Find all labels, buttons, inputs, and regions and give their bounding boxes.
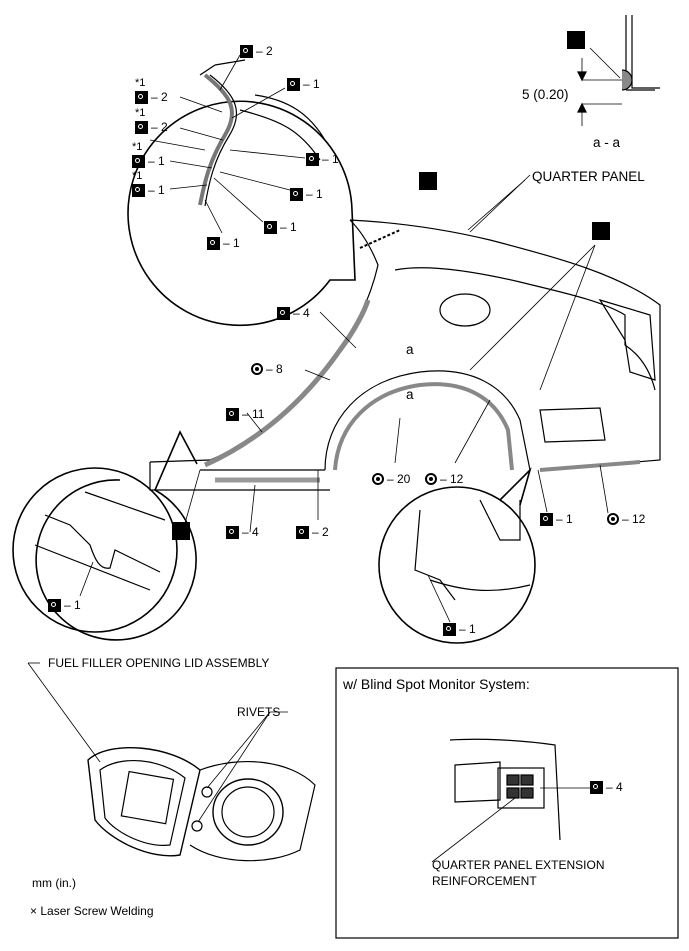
- square-weld-icon: [306, 152, 319, 166]
- blind-spot-box: [335, 667, 679, 939]
- quarter-panel-label: QUARTER PANEL: [532, 169, 645, 184]
- square-weld-icon: [226, 407, 239, 421]
- square-weld-icon: [135, 90, 148, 104]
- square-weld-icon: [135, 120, 148, 134]
- ring-weld-callout: – 20: [372, 472, 410, 486]
- square-weld-icon: [540, 512, 553, 526]
- sealer-pen-icon: [567, 31, 585, 49]
- weld-callout: – 2: [135, 120, 168, 134]
- section-mark-a2: a: [406, 387, 414, 402]
- left-zoom-bubble: [12, 430, 198, 641]
- ext-reinforcement-label-2: REINFORCEMENT: [432, 874, 537, 888]
- dimension-label: 5 (0.20): [522, 87, 569, 102]
- note-marker: *1: [135, 107, 146, 119]
- square-weld-icon: [240, 44, 253, 58]
- weld-callout: – 1: [306, 152, 339, 166]
- car-body: [149, 219, 661, 491]
- weld-callout: – 4: [590, 780, 623, 794]
- weld-callout: – 1: [287, 77, 320, 91]
- weld-callout: – 1: [48, 598, 81, 612]
- square-weld-icon: [48, 598, 61, 612]
- fuel-lid-label: FUEL FILLER OPENING LID ASSEMBLY: [48, 656, 270, 670]
- weld-callout: – 2: [240, 44, 273, 58]
- ext-reinforcement-label-1: QUARTER PANEL EXTENSION: [432, 858, 605, 872]
- weld-callout: – 2: [135, 90, 168, 104]
- weld-callout: – 4: [277, 306, 310, 320]
- square-weld-icon: [207, 236, 220, 250]
- sealer-pen-icon: [592, 222, 610, 240]
- square-weld-icon: [264, 220, 277, 234]
- fuel-lid-drawing: [27, 662, 316, 862]
- square-weld-icon: [296, 525, 309, 539]
- ring-weld-icon: [372, 473, 384, 485]
- weld-callout: – 1: [443, 622, 476, 636]
- note-marker: *1: [135, 77, 146, 89]
- weld-callout: – 1: [132, 154, 165, 168]
- brazing-icon: [419, 172, 437, 190]
- note-marker: *1: [132, 141, 143, 153]
- weld-callout: – 1: [290, 187, 323, 201]
- square-weld-icon: [287, 77, 300, 91]
- laser-legend: × Laser Screw Welding: [30, 904, 154, 918]
- ring-weld-callout: – 12: [425, 472, 463, 486]
- square-weld-icon: [226, 525, 239, 539]
- note-marker: *1: [132, 170, 143, 182]
- square-weld-icon: [290, 187, 303, 201]
- ring-weld-icon: [251, 363, 263, 375]
- section-a-a: [577, 15, 660, 126]
- square-weld-icon: [590, 780, 603, 794]
- section-label: a - a: [593, 135, 621, 150]
- top-zoom-bubble: [127, 54, 356, 327]
- weld-callout: – 1: [207, 236, 240, 250]
- ring-weld-callout: – 8: [251, 362, 283, 376]
- square-weld-icon: [132, 183, 145, 197]
- weld-callout: – 1: [540, 512, 573, 526]
- weld-callout: – 11: [226, 407, 264, 421]
- square-weld-icon: [132, 154, 145, 168]
- rivets-label: RIVETS: [237, 705, 281, 719]
- blind-spot-drawing: [431, 738, 590, 863]
- weld-callout: – 1: [264, 220, 297, 234]
- section-mark-a1: a: [406, 342, 414, 357]
- ring-weld-callout: – 12: [607, 512, 645, 526]
- square-weld-icon: [277, 306, 290, 320]
- brazing-icon: [172, 522, 190, 540]
- ring-weld-icon: [425, 473, 437, 485]
- ring-weld-icon: [607, 513, 619, 525]
- weld-callout: – 2: [296, 525, 329, 539]
- right-zoom-bubble: [378, 467, 536, 644]
- square-weld-icon: [443, 622, 456, 636]
- weld-callout: – 1: [132, 183, 165, 197]
- blind-spot-title: w/ Blind Spot Monitor System:: [343, 676, 530, 692]
- weld-callout: – 4: [226, 525, 259, 539]
- units-label: mm (in.): [32, 876, 76, 890]
